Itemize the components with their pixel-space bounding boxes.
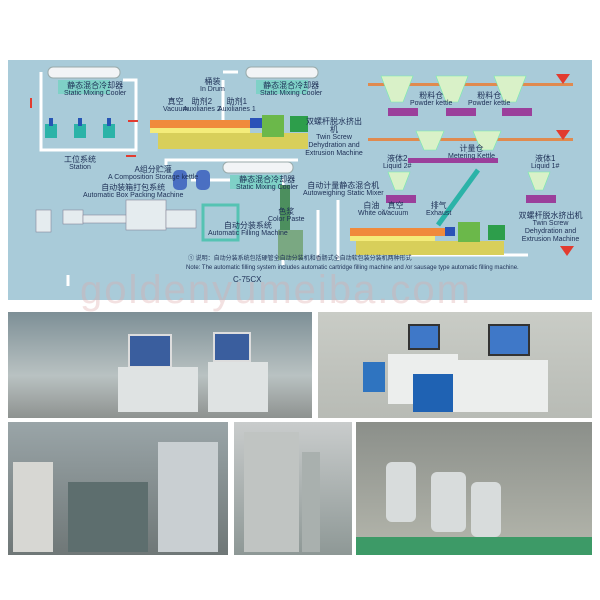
photo-mixing-tanks	[356, 422, 592, 555]
watermark: goldenyumeiba.com	[80, 268, 472, 312]
photo-control-room-2	[318, 312, 592, 418]
photo-production-tanks	[8, 422, 228, 555]
diagram-graphics	[30, 66, 574, 286]
photo-control-cabinets	[234, 422, 352, 555]
caption: C-75CX	[233, 275, 262, 284]
note-en: Note: The automatic filling system inclu…	[186, 265, 519, 271]
note-zh: ① 说明：自动分装系统包括硬管全自动分装机和香肠式全自动软包装分装机两种形式	[188, 256, 412, 262]
photo-control-room-1	[8, 312, 312, 418]
